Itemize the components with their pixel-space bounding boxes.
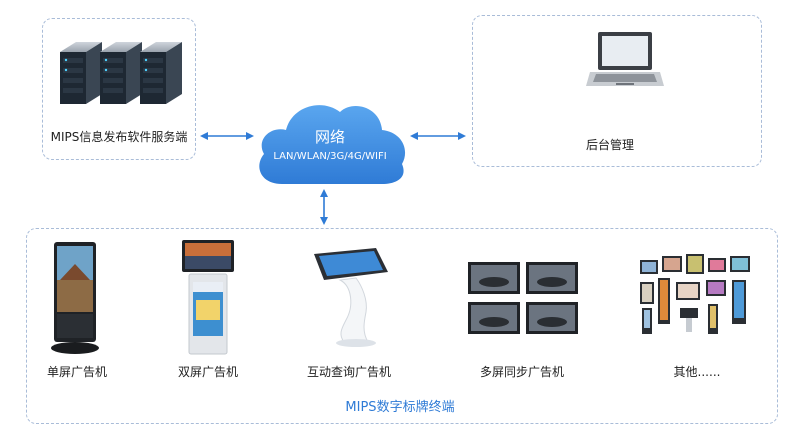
multi-screen-wall-icon [468,262,578,334]
network-admin-arrow [410,132,466,140]
terminal-label-other: 其他...... [673,365,721,379]
admin-label: 后台管理 [585,138,635,152]
cloud-icon [259,105,406,184]
terminal-label-dual: 双屏广告机 [177,365,239,379]
terminal-label-interactive: 互动查询广告机 [306,365,392,379]
terminal-label-multi: 多屏同步广告机 [479,365,565,379]
network-subtitle: LAN/WLAN/3G/4G/WIFI [273,151,387,162]
server-network-arrow [200,132,254,140]
server-box [42,18,196,160]
server-label: MIPS信息发布软件服务端 [50,130,188,144]
interactive-query-kiosk-icon [314,248,388,347]
terminal-label-single: 单屏广告机 [46,365,108,379]
dual-screen-kiosk-icon [182,240,234,355]
terminal-box [26,228,778,424]
network-title: 网络 [314,128,345,146]
single-screen-kiosk-icon [51,242,99,354]
server-rack-icon [60,42,182,104]
other-devices-icon [640,254,750,334]
admin-box [472,15,762,167]
network-terminal-arrow [320,189,328,225]
terminal-group-title: MIPS数字标牌终端 [345,400,455,415]
laptop-icon [586,32,664,86]
